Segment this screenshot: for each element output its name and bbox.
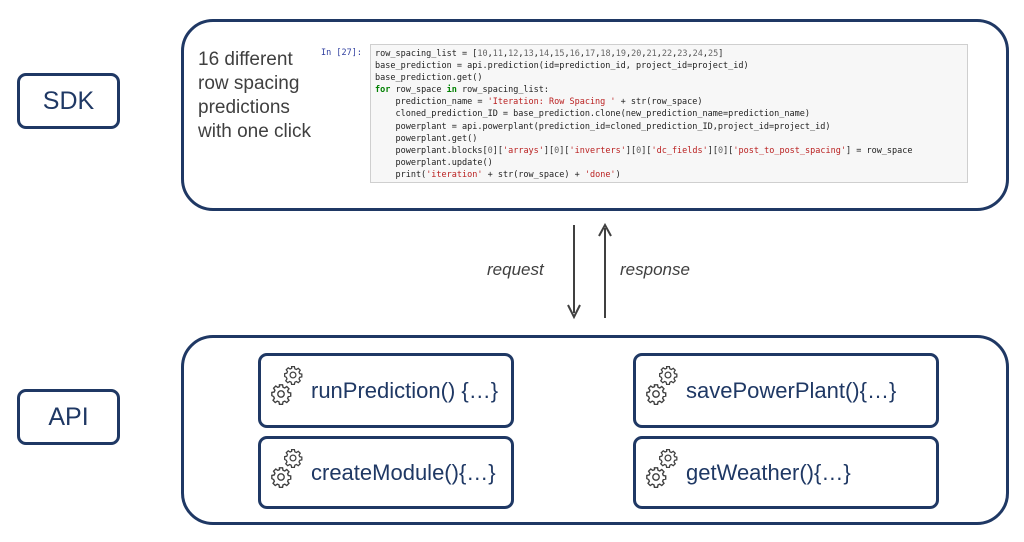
function-get-weather: getWeather(){…} (633, 436, 939, 509)
sdk-label-text: SDK (42, 86, 95, 115)
gears-icon (271, 366, 303, 405)
request-arrow (567, 225, 581, 320)
code-line: base_prediction = api.prediction(id=pred… (375, 61, 749, 72)
gears-icon (271, 449, 303, 488)
function-label: createModule(){…} (311, 459, 496, 485)
code-line: powerplant.get() (375, 133, 478, 144)
function-label: savePowerPlant(){…} (686, 377, 897, 403)
sdk-label: SDK (17, 73, 120, 129)
notebook-prompt: In [27]: (321, 48, 362, 58)
code-block: row_spacing_list = [10,11,12,13,14,15,16… (375, 48, 963, 181)
function-run-prediction: runPrediction() {…} (258, 353, 514, 428)
api-label: API (17, 389, 120, 445)
response-label: response (620, 260, 690, 279)
gears-icon (646, 366, 678, 405)
response-arrow (598, 223, 612, 318)
code-cell: row_spacing_list = [10,11,12,13,14,15,16… (370, 44, 968, 183)
code-line: powerplant.update() (375, 157, 493, 168)
request-label: request (487, 260, 544, 279)
code-line: powerplant.blocks[0]['arrays'][0]['inver… (375, 145, 913, 156)
function-label: getWeather(){…} (686, 459, 851, 485)
api-label-text: API (48, 402, 89, 431)
sdk-caption: 16 different row spacing predictions wit… (198, 49, 311, 142)
code-line: cloned_prediction_ID = base_prediction.c… (375, 109, 810, 120)
code-line: prediction_name = 'Iteration: Row Spacin… (375, 97, 703, 108)
sdk-box: 16 different row spacing predictions wit… (181, 19, 1009, 211)
function-create-module: createModule(){…} (258, 436, 514, 509)
function-label: runPrediction() {…} (311, 377, 499, 403)
code-line: powerplant = api.powerplant(prediction_i… (375, 121, 831, 132)
api-box: runPrediction() {…} savePowerPlant(){…} … (181, 335, 1009, 525)
gears-icon (646, 449, 678, 488)
code-line: print('iteration' + str(row_space) + 'do… (375, 169, 621, 180)
code-line: row_spacing_list = [10,11,12,13,14,15,16… (375, 49, 724, 59)
function-save-power-plant: savePowerPlant(){…} (633, 353, 939, 428)
code-line: for row_space in row_spacing_list: (375, 85, 550, 96)
code-line: base_prediction.get() (375, 73, 483, 84)
